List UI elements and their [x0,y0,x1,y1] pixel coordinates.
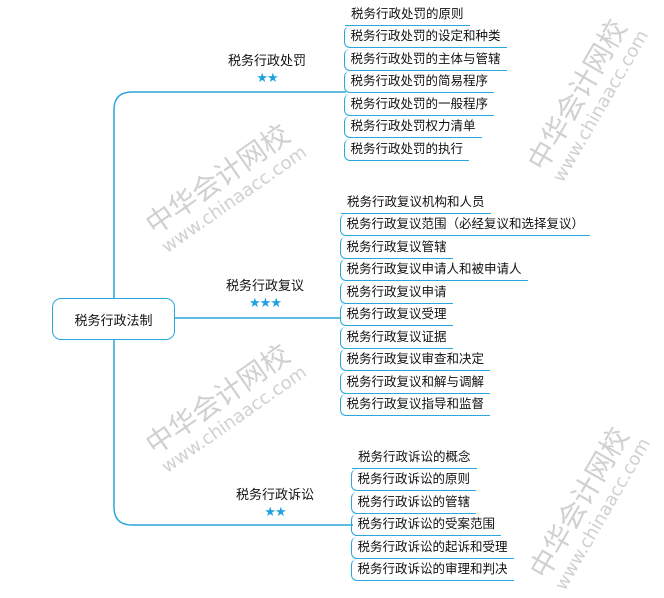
root-label: 税务行政法制 [74,313,153,329]
list-item[interactable]: 税务行政复议审查和决定 [339,349,491,371]
star-rating-icon: ★★★ [249,296,282,311]
list-item[interactable]: 税务行政复议指导和监督 [339,394,491,416]
litigation-children: 税务行政诉讼的概念 税务行政诉讼的原则 税务行政诉讼的管辖 税务行政诉讼的受案范… [350,446,514,581]
list-item[interactable]: 税务行政诉讼的起诉和受理 [350,536,514,559]
list-item[interactable]: 税务行政处罚的主体与管辖 [343,48,507,71]
penalty-children: 税务行政处罚的原则 税务行政处罚的设定和种类 税务行政处罚的主体与管辖 税务行政… [343,3,507,161]
branch-node-litigation[interactable]: 税务行政诉讼 ★★ [215,484,335,520]
list-item[interactable]: 税务行政处罚的简易程序 [343,71,495,93]
list-item[interactable]: 税务行政复议申请人和被申请人 [339,259,528,281]
list-item[interactable]: 税务行政诉讼的受案范围 [350,514,502,536]
list-item[interactable]: 税务行政复议机构和人员 [341,192,491,214]
list-item[interactable]: 税务行政复议和解与调解 [339,371,491,394]
connector-branch-3 [113,340,353,526]
list-item[interactable]: 税务行政诉讼的审理和判决 [350,559,514,581]
branch-node-penalty[interactable]: 税务行政处罚 ★★ [207,50,327,86]
list-item[interactable]: 税务行政处罚的设定和种类 [343,26,507,48]
list-item[interactable]: 税务行政处罚的原则 [345,4,470,26]
star-rating-icon: ★★ [264,505,286,520]
list-item[interactable]: 税务行政处罚的一般程序 [343,93,495,116]
list-item[interactable]: 税务行政复议受理 [339,304,453,326]
branch-label: 税务行政处罚 [227,54,306,69]
branch-label: 税务行政复议 [225,279,304,294]
branch-label: 税务行政诉讼 [235,488,314,503]
list-item[interactable]: 税务行政处罚的执行 [343,138,470,161]
connector-branch-1 [113,91,346,298]
review-children: 税务行政复议机构和人员 税务行政复议范围（必经复议和选择复议） 税务行政复议管辖… [339,191,591,416]
list-item[interactable]: 税务行政复议管辖 [339,236,453,259]
list-item[interactable]: 税务行政复议证据 [339,326,453,349]
list-item[interactable]: 税务行政诉讼的概念 [352,447,477,469]
list-item[interactable]: 税务行政复议范围（必经复议和选择复议） [339,214,591,236]
list-item[interactable]: 税务行政诉讼的原则 [350,469,477,491]
list-item[interactable]: 税务行政复议申请 [339,281,453,304]
list-item[interactable]: 税务行政处罚权力清单 [343,116,482,138]
branch-node-review[interactable]: 税务行政复议 ★★★ [205,275,325,311]
list-item[interactable]: 税务行政诉讼的管辖 [350,491,477,514]
root-node[interactable]: 税务行政法制 [52,298,175,340]
star-rating-icon: ★★ [256,71,278,86]
